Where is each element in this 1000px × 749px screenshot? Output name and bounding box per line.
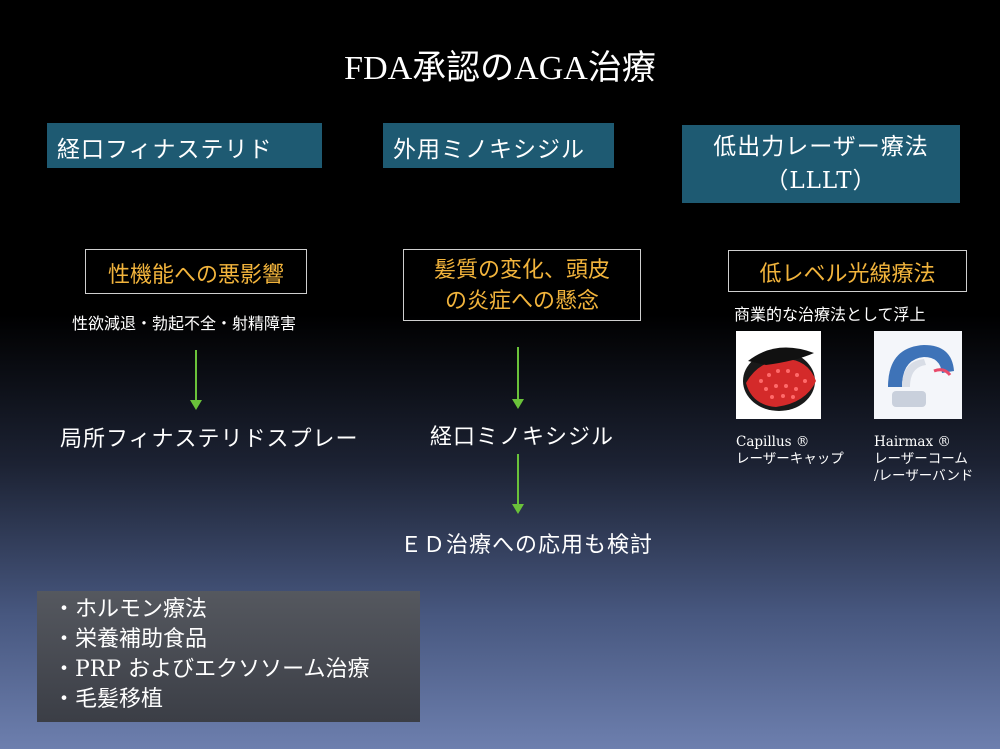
other-item-hair-transplant: ・毛髪移植 (53, 687, 164, 712)
arrow-down-2 (512, 347, 524, 409)
slide-title: FDA承認のAGA治療 (344, 50, 656, 87)
result-topical-finasteride: 局所フィナステリドスプレー (60, 427, 359, 452)
header-lllt-line1: 低出力レーザー療法 (713, 134, 929, 160)
header-oral-finasteride: 経口フィナステリド (47, 123, 322, 168)
other-item-hormone: ・ホルモン療法 (53, 597, 208, 622)
product-hairmax-desc1: レーザーコーム (874, 451, 968, 467)
other-item-prp-exosome: ・PRP およびエクソソーム治療 (53, 657, 370, 682)
laser-comb-image (874, 331, 962, 419)
issue-hair-scalp: 髪質の変化、頭皮 の炎症への懸念 (403, 249, 641, 321)
laser-cap-image (736, 331, 821, 419)
issue-low-level-light: 低レベル光線療法 (728, 250, 967, 292)
product-hairmax-name: Hairmax ® (874, 434, 951, 450)
issue-hair-scalp-line2: の炎症への懸念 (444, 289, 599, 314)
product-hairmax: Hairmax ® レーザーコーム /レーザーバンド (874, 434, 973, 485)
product-capillus-desc: レーザーキャップ (736, 451, 844, 467)
product-capillus: Capillus ® レーザーキャップ (736, 434, 844, 468)
product-capillus-name: Capillus ® (736, 434, 810, 450)
result-oral-minoxidil: 経口ミノキシジル (430, 425, 615, 450)
header-lllt-line2: （LLLT） (765, 168, 877, 194)
arrow-down-1 (190, 350, 202, 410)
issue-hair-scalp-line1: 髪質の変化、頭皮 (433, 258, 610, 283)
other-treatments-box: ・ホルモン療法 ・栄養補助食品 ・PRP およびエクソソーム治療 ・毛髪移植 (37, 591, 420, 722)
issue-detail-commercial: 商業的な治療法として浮上 (734, 305, 926, 324)
arrow-down-3 (512, 454, 524, 514)
product-hairmax-desc2: /レーザーバンド (874, 468, 974, 484)
issue-detail-sexual: 性欲減退・勃起不全・射精障害 (72, 314, 297, 333)
header-lllt: 低出力レーザー療法 （LLLT） (682, 125, 960, 203)
other-item-supplements: ・栄養補助食品 (53, 627, 208, 652)
result-ed-application: ＥＤ治療への応用も検討 (400, 533, 654, 558)
issue-sexual-side-effects: 性機能への悪影響 (85, 249, 307, 294)
header-topical-minoxidil: 外用ミノキシジル (383, 123, 614, 168)
